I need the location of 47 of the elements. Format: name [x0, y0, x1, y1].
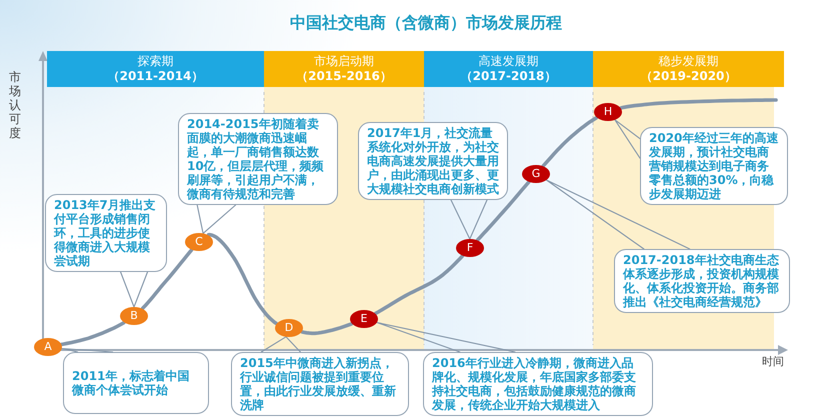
- period-name: 高速发展期: [478, 54, 538, 69]
- title: 中国社交电商（含微商）市场发展历程: [290, 13, 562, 33]
- period-header: [47, 51, 264, 87]
- callout-pointer: [61, 348, 114, 353]
- trend-curve: [542, 116, 598, 168]
- callout-pointer: [196, 204, 236, 234]
- callout-text: 2017-2018年社交电商生态体系逐步形成，投资机构规模化、体系化投资开始。商务部推出《社交电商经营规范》: [623, 253, 780, 309]
- callout-pointer: [120, 271, 148, 308]
- trend-curve: [140, 248, 194, 310]
- period-name: 稳步发展期: [658, 54, 718, 69]
- trend-curve: [619, 98, 778, 110]
- period-header: [593, 51, 784, 87]
- callout-pointer: [546, 179, 690, 250]
- trend-curve: [476, 180, 530, 242]
- callout-pointer: [450, 199, 488, 240]
- callout-box: [358, 122, 508, 200]
- callout-box: [178, 113, 338, 205]
- period-years: （2015-2016）: [296, 69, 392, 84]
- axis-title: 市场认可度: [9, 70, 21, 140]
- period-years: （2019-2020）: [640, 69, 736, 84]
- callout-text: 2013年7月推出支付平台形成销售闭环，工具的进步使得微商进入大规模尝试期: [54, 198, 157, 268]
- trend-curve: [300, 322, 354, 336]
- axis-title: 时间: [762, 355, 784, 369]
- callout-box: [640, 127, 788, 205]
- period-header: [424, 51, 593, 87]
- period-name: 市场启动期: [314, 54, 374, 69]
- callout-box: [614, 249, 790, 313]
- trend-curve: [206, 232, 278, 326]
- callout-pointer: [260, 336, 301, 353]
- period-years: （2017-2018）: [460, 69, 556, 84]
- callout-box: [63, 352, 209, 414]
- callout-box: [231, 352, 409, 416]
- callout-text: 2020年经过三年的高速发展期，预计社交电商营销规模达到电子商务零售总额的30%，向稳步发展期迈进: [649, 131, 779, 201]
- period-years: （2011-2014）: [108, 69, 204, 84]
- callout-text: 2014-2015年初随着卖面膜的大潮微商迅速崛起，单一厂商销售额达数10亿，但层层代理，频频刷屏等，引起用户不满，微商有待规范和完善: [187, 117, 325, 201]
- trend-curve: [60, 321, 126, 346]
- callout-box: [423, 352, 653, 416]
- callout-pointer: [376, 322, 516, 353]
- callout-text: 2017年1月，社交流量系统化对外开放，为社交电商高速发展提供大量用户，由此涌现出更多、更大规模社交电商创新模式: [367, 126, 499, 196]
- period-header: [264, 51, 424, 87]
- period-name: 探索期: [138, 54, 174, 69]
- callout-box: [45, 194, 167, 272]
- callout-text: 2015年中微商进入新拐点，行业诚信问题被提到重要位置，由此行业发展放缓、重新洗牌: [240, 356, 397, 412]
- callout-pointer: [614, 119, 641, 159]
- trend-curve: [374, 254, 464, 316]
- callout-text: 2016年行业进入冷静期，微商进入品牌化、规模化发展，年底国家多部委支持社交电商，包括鼓励健康规范的微商发展，传统企业开始大规模进入: [432, 356, 637, 412]
- callout-text: 2011年，标志着中国微商个体尝试开始: [72, 369, 190, 397]
